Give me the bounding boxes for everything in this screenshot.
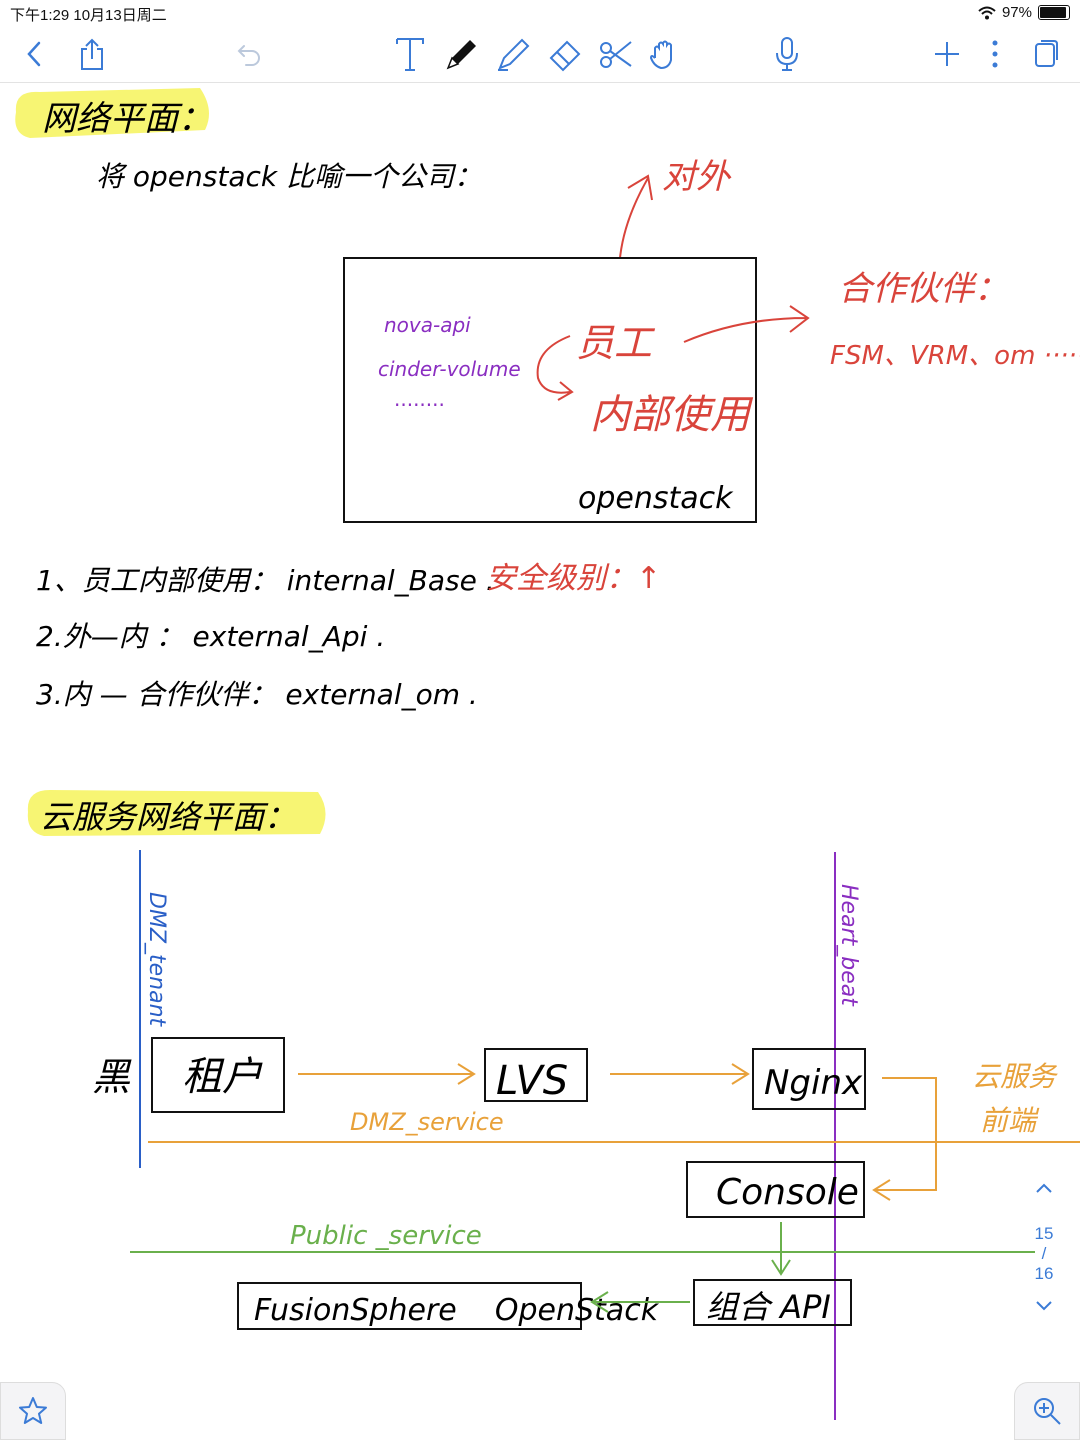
highlighter-icon[interactable] bbox=[492, 32, 536, 76]
zoom-button[interactable] bbox=[1014, 1382, 1080, 1440]
openstack-label: openstack bbox=[578, 481, 734, 516]
external-label: 对外 bbox=[662, 157, 732, 197]
battery-icon bbox=[1038, 5, 1070, 20]
dmz-service-label: DMZ_service bbox=[350, 1108, 504, 1136]
add-page-icon[interactable] bbox=[925, 32, 969, 76]
combo-api-box bbox=[693, 1279, 852, 1326]
console-box bbox=[686, 1161, 865, 1218]
internal-use-text: 内部使用 bbox=[590, 392, 754, 438]
undo-icon[interactable] bbox=[228, 32, 272, 76]
employee-text: 员工 bbox=[576, 321, 656, 365]
list-item-2: 2.外—内 ： external_Api . bbox=[36, 620, 385, 653]
pages-icon[interactable] bbox=[1024, 32, 1068, 76]
status-right: 97% bbox=[978, 4, 1070, 21]
page-nav: 15 / 16 bbox=[1022, 1180, 1066, 1332]
security-level: 安全级别：↑ bbox=[486, 561, 661, 596]
zoom-in-icon bbox=[1034, 1398, 1061, 1425]
box-item-more: ········ bbox=[394, 393, 445, 417]
openstack-box bbox=[343, 257, 757, 523]
intro-line: 将 openstack 比喻一个公司： bbox=[96, 160, 482, 193]
list-item-1: 1、员工内部使用： internal_Base . bbox=[36, 564, 495, 597]
list-item-3: 3.内 — 合作伙伴： external_om . bbox=[36, 678, 478, 711]
page-current: 15 bbox=[1034, 1224, 1054, 1243]
partner-list: FSM、VRM、om ······ bbox=[830, 341, 1080, 371]
page-up-icon[interactable] bbox=[1022, 1180, 1066, 1214]
lvs-box bbox=[484, 1048, 588, 1102]
heading2-text: 云服务网络平面： bbox=[40, 798, 296, 836]
hand-icon[interactable] bbox=[643, 32, 687, 76]
scissors-icon[interactable] bbox=[595, 32, 639, 76]
arrow-api-fusion bbox=[590, 1291, 690, 1313]
cloud-front-line2: 前端 bbox=[980, 1104, 1040, 1137]
eraser-icon[interactable] bbox=[543, 32, 587, 76]
left-char: 黑 bbox=[92, 1055, 132, 1099]
back-chevron-icon[interactable] bbox=[12, 32, 56, 76]
arrow-up-external bbox=[619, 174, 653, 259]
favorite-button[interactable] bbox=[0, 1382, 66, 1440]
tenant-box bbox=[151, 1037, 285, 1113]
pen-icon[interactable] bbox=[440, 32, 484, 76]
arrow-lvs-nginx bbox=[610, 1063, 750, 1085]
arrow-tenant-lvs bbox=[298, 1063, 476, 1085]
text-tool-icon[interactable] bbox=[388, 32, 432, 76]
console-box-text: Console bbox=[716, 1172, 859, 1213]
highlight-heading2 bbox=[27, 790, 326, 836]
arrow-nginx-console bbox=[872, 1077, 937, 1201]
curl-arrow bbox=[536, 335, 574, 401]
note-canvas[interactable]: 网络平面： 将 openstack 比喻一个公司： 对外 nova-api ci… bbox=[0, 84, 1080, 1440]
fusion-box-text: FusionSphere OpenStack bbox=[254, 1293, 660, 1328]
dmz-tenant-label: DMZ_tenant bbox=[144, 892, 169, 1028]
page-separator: / bbox=[1041, 1244, 1047, 1263]
status-bar: 下午1:29 10月13日周二 97% bbox=[0, 0, 1080, 28]
tenant-box-text: 租户 bbox=[182, 1054, 263, 1100]
partner-label: 合作伙伴： bbox=[838, 269, 1008, 309]
heading1-text: 网络平面： bbox=[42, 99, 212, 139]
microphone-icon[interactable] bbox=[765, 32, 809, 76]
wifi-icon bbox=[978, 6, 996, 19]
fusion-box bbox=[237, 1282, 582, 1330]
more-icon[interactable] bbox=[973, 32, 1017, 76]
cloud-front-line1: 云服务 bbox=[972, 1060, 1058, 1093]
box-item-cinder: cinder-volume bbox=[378, 357, 521, 381]
box-item-nova: nova-api bbox=[384, 313, 471, 337]
public-service-label: Public _service bbox=[290, 1221, 482, 1251]
toolbar bbox=[0, 28, 1080, 83]
nginx-box-text: Nginx bbox=[764, 1063, 863, 1103]
battery-percent: 97% bbox=[1001, 4, 1032, 21]
arrow-to-partner bbox=[683, 305, 810, 343]
highlight-heading1 bbox=[15, 88, 210, 138]
star-icon bbox=[19, 1397, 47, 1424]
heart-beat-label: Heart_beat bbox=[836, 884, 861, 1007]
status-time-date: 下午1:29 10月13日周二 bbox=[10, 7, 167, 24]
page-total: 16 bbox=[1034, 1264, 1054, 1283]
lvs-box-text: LVS bbox=[496, 1058, 568, 1104]
page-down-icon[interactable] bbox=[1022, 1298, 1066, 1332]
share-icon[interactable] bbox=[70, 32, 114, 76]
arrow-console-api bbox=[771, 1222, 791, 1276]
nginx-box bbox=[752, 1048, 866, 1110]
combo-api-box-text: 组合 API bbox=[706, 1288, 831, 1326]
